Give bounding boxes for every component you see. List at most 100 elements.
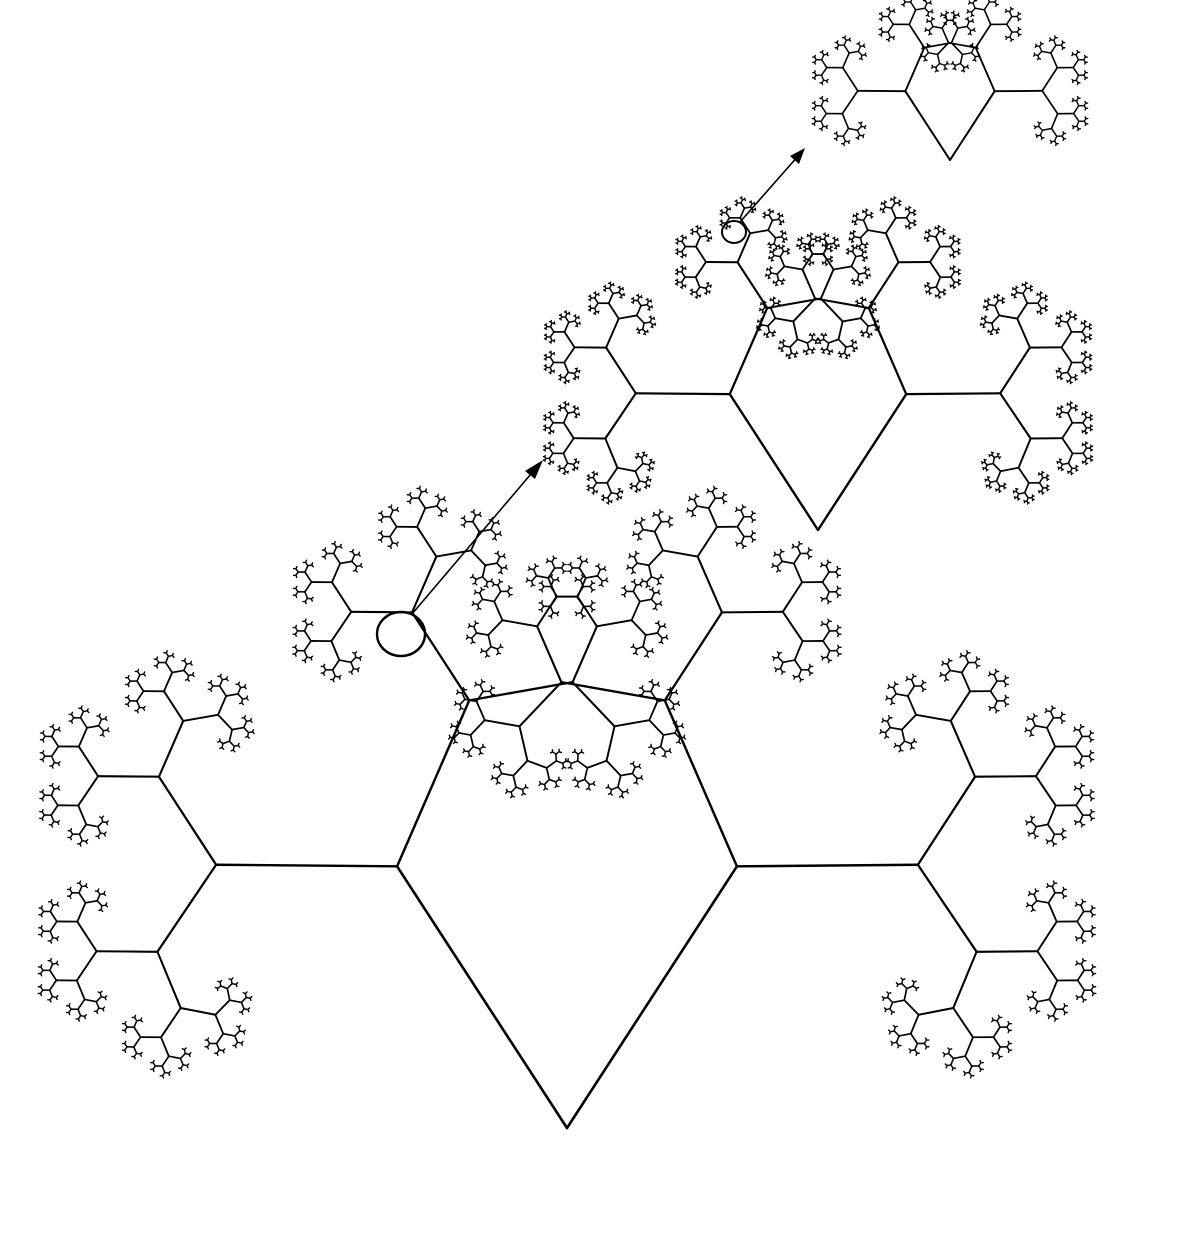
tree-branch [103, 1009, 104, 1011]
tree-branch [700, 287, 706, 288]
tree-branch [1017, 319, 1030, 348]
tree-branch [550, 332, 553, 337]
tree-branch [1035, 726, 1047, 728]
tree-branch [125, 1041, 126, 1043]
tree-branch [1068, 413, 1072, 423]
tree-branch [776, 237, 782, 238]
tree-branch [1072, 53, 1073, 55]
tree-branch [1074, 114, 1079, 122]
tree-branch [1091, 818, 1092, 820]
tree-branch [544, 788, 546, 790]
tree-branch [1034, 894, 1037, 900]
tree-branch [581, 606, 584, 612]
tree-branch [971, 15, 972, 16]
tree-branch [930, 247, 940, 262]
tree-branch [1078, 129, 1079, 131]
tree-branch [1036, 824, 1048, 826]
tree-branch [1085, 62, 1086, 64]
tree-branch [166, 656, 169, 662]
tree-branch [666, 637, 668, 639]
zoom-circle-large [377, 612, 425, 656]
tree-branch [457, 690, 458, 692]
tree-branch [623, 289, 624, 290]
tree-branch [559, 752, 561, 753]
tree-branch [996, 332, 997, 333]
tree-branch [827, 81, 828, 83]
tree-branch [771, 273, 777, 274]
tree-branch [511, 796, 513, 798]
tree-branch [105, 998, 106, 1000]
tree-branch [653, 608, 655, 609]
tree-branch [823, 641, 830, 651]
tree-branch [57, 938, 58, 940]
tree-branch [936, 287, 939, 292]
tree-branch [164, 691, 183, 721]
tree-branch [771, 309, 775, 319]
tree-branch [578, 761, 588, 768]
tree-branch [795, 641, 803, 660]
tree-branch [397, 700, 469, 866]
tree-branch [239, 1025, 241, 1027]
tree-branch [1034, 53, 1035, 55]
tree-branch [821, 121, 823, 126]
tree-branch [244, 1032, 245, 1034]
tree-branch [1090, 740, 1091, 742]
tree-branch [581, 752, 583, 753]
tree-branch [1067, 317, 1070, 322]
tree-branch [909, 24, 924, 47]
tree-branch [238, 694, 243, 699]
tree-branch [893, 688, 896, 694]
tree-branch [537, 626, 561, 682]
tree-branch [579, 414, 580, 415]
tree-branch [682, 247, 685, 252]
tree-branch [162, 1066, 165, 1072]
tree-branch [497, 774, 502, 779]
tree-branch [541, 601, 542, 603]
tree-branch [141, 1020, 143, 1022]
tree-branch [459, 733, 471, 735]
tree-branch [741, 537, 744, 543]
tree-branch [924, 60, 925, 61]
tree-branch [837, 41, 838, 43]
tree-branch [861, 318, 868, 326]
tree-branch [578, 408, 579, 409]
tree-branch [1033, 719, 1036, 725]
tree-branch [782, 283, 783, 284]
tree-branch [1076, 55, 1078, 60]
tree-branch [471, 550, 485, 565]
tree-branch [220, 748, 222, 749]
tree-branch [783, 222, 784, 223]
tree-branch [943, 661, 944, 663]
tree-branch [1030, 735, 1032, 737]
tree-branch [339, 677, 340, 679]
tree-branch [585, 768, 588, 780]
tree-branch [476, 577, 482, 579]
tree-branch [638, 538, 640, 540]
tree-branch [893, 11, 894, 12]
tree-branch [472, 633, 477, 638]
tree-branch [929, 27, 933, 31]
tree-branch [104, 894, 106, 896]
tree-branch [651, 685, 654, 691]
tree-branch [100, 735, 102, 736]
tree-branch [629, 554, 630, 556]
tree-branch [557, 580, 559, 582]
tree-branch [50, 905, 53, 911]
tree-branch [215, 1000, 229, 1015]
tree-branch [1042, 91, 1057, 114]
tree-branch [745, 199, 746, 200]
tree-branch [883, 718, 884, 720]
tree-branch [506, 789, 507, 791]
tree-branch [1082, 990, 1085, 996]
tree-branch [906, 393, 1000, 394]
tree-branch [79, 887, 82, 893]
tree-branch [945, 679, 947, 681]
tree-branch [128, 676, 129, 678]
tree-branch [545, 779, 550, 784]
tree-branch [995, 306, 999, 316]
tree-branch [236, 984, 237, 986]
tree-branch [989, 706, 991, 708]
tree-branch [1051, 53, 1057, 68]
tree-branch [799, 248, 800, 249]
tree-branch [871, 334, 872, 335]
